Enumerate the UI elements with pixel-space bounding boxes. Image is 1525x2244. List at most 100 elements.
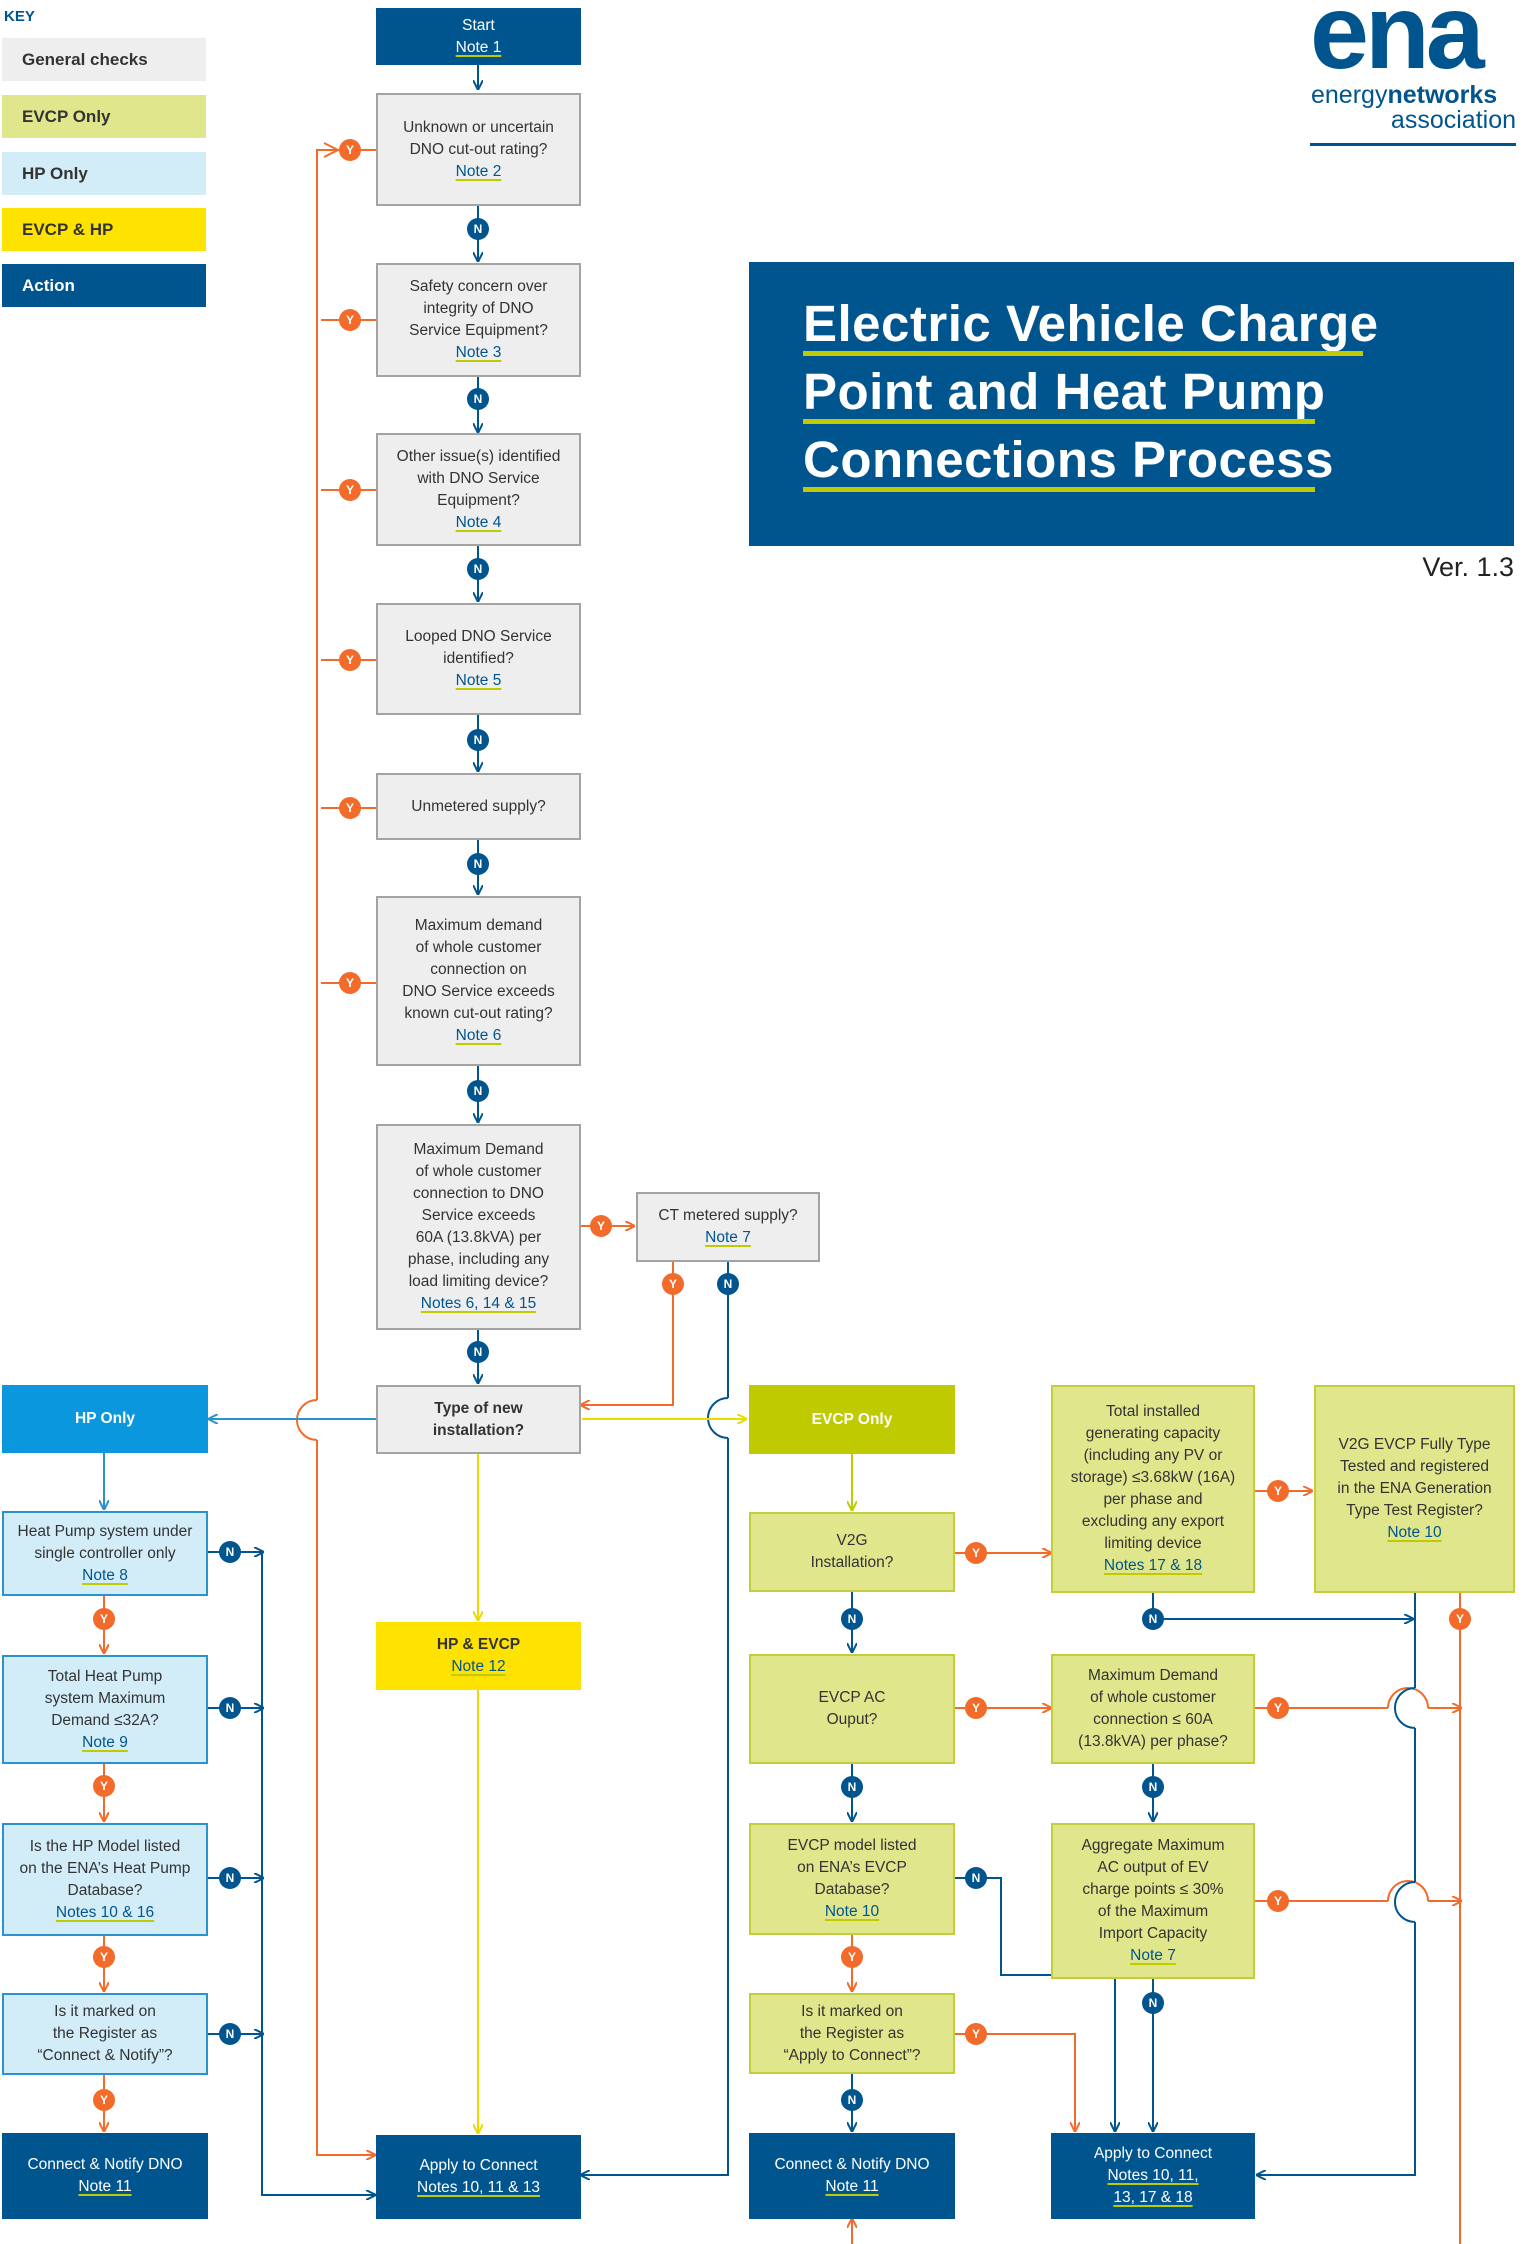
note-link[interactable]: Note 9: [82, 1733, 128, 1751]
note-link[interactable]: Note 10: [824, 1903, 880, 1920]
node-text-line: Connect & Notify DNO: [774, 2156, 930, 2173]
title-underline-1: [803, 351, 1363, 356]
note-link[interactable]: Note 7: [705, 1229, 751, 1246]
node-text-line: Unmetered supply?: [411, 797, 546, 815]
key-hp-only: HP Only: [2, 152, 206, 195]
note-link[interactable]: Note 8: [82, 1566, 128, 1584]
note-link[interactable]: Note 12: [451, 1658, 506, 1675]
note-link[interactable]: 13, 17 & 18: [1113, 2189, 1193, 2206]
note-link[interactable]: Note 6: [455, 1027, 502, 1044]
title-line-1: Electric Vehicle Charge: [803, 295, 1379, 352]
node-text-line: Unknown or uncertain: [403, 118, 554, 136]
node-text-line: Safety concern over: [409, 278, 548, 295]
node-text-line: V2G: [836, 1532, 868, 1549]
note-link[interactable]: Note 1: [455, 38, 502, 56]
node-text-line: on the ENA’s Heat Pump: [19, 1859, 191, 1877]
yes-badge: Y: [93, 1608, 115, 1630]
node-text-line: EVCP Only: [811, 1410, 893, 1428]
node-text-line: Service Equipment?: [409, 322, 548, 339]
hp-only-branch[interactable]: HP Only: [2, 1385, 208, 1453]
node-text-line: Is it marked on: [801, 2002, 903, 2020]
node-text-line: Type Test Register?: [1346, 1502, 1483, 1519]
node-text-line: integrity of DNO: [423, 300, 534, 317]
no-badge: N: [467, 558, 489, 580]
note-link[interactable]: Note 5: [455, 672, 502, 689]
node-text-line: with DNO Service: [417, 469, 540, 487]
version-label: Ver. 1.3: [1422, 552, 1514, 582]
key-label: HP Only: [22, 163, 88, 183]
node-text-line: Type of new: [434, 1399, 523, 1417]
note-link[interactable]: Note 11: [78, 2178, 132, 2195]
node-text-line: in the ENA Generation: [1337, 1480, 1492, 1497]
note-link[interactable]: Note 4: [455, 513, 502, 531]
note-link[interactable]: Notes 10, 11 & 13: [417, 2179, 540, 2196]
hp-connect-notify-action[interactable]: Connect & Notify DNO Note 11: [2, 2133, 208, 2219]
node-text-line: Demand ≤32A?: [51, 1711, 159, 1729]
yes-badge: Y: [965, 2023, 987, 2045]
key-evcp-hp: EVCP & HP: [2, 208, 206, 251]
note-link[interactable]: Notes 10 & 16: [55, 1903, 155, 1921]
hp-single-controller-question[interactable]: Heat Pump system under single controller …: [2, 1511, 208, 1596]
note-link[interactable]: Note 11: [825, 2178, 879, 2195]
yes-badge: Y: [965, 1697, 987, 1719]
title-panel: Electric Vehicle Charge Point and Heat P…: [749, 262, 1514, 546]
node-text-line: DNO cut-out rating?: [409, 140, 548, 158]
note-link[interactable]: Notes 6, 14 & 15: [420, 1295, 537, 1312]
key-label: General checks: [22, 49, 148, 69]
node-text-line: “Connect & Notify”?: [37, 2047, 173, 2064]
no-badge: N: [467, 853, 489, 875]
no-badge: N: [219, 2023, 241, 2045]
node-text-line: phase, including any: [407, 1251, 550, 1268]
node-text-line: Is it marked on: [54, 2003, 156, 2020]
note-link[interactable]: Note 10: [1387, 1524, 1442, 1541]
key-general-checks: General checks: [2, 38, 206, 81]
unmetered-supply-question[interactable]: Unmetered supply?: [376, 773, 581, 840]
node-text-line: single controller only: [34, 1544, 176, 1562]
note-link[interactable]: Note 2: [455, 162, 502, 180]
node-text-line: Total Heat Pump: [47, 1667, 163, 1685]
no-badge: N: [467, 1080, 489, 1102]
node-text-line: Database?: [814, 1881, 890, 1898]
title-line-3: Connections Process: [803, 431, 1334, 488]
ct-metered-question[interactable]: CT metered supply?Note 7: [636, 1192, 820, 1262]
node-text-line: Heat Pump system under: [17, 1522, 193, 1540]
evcp-connect-notify-action[interactable]: Connect & Notify DNO Note 11: [749, 2133, 955, 2219]
node-text-line: generating capacity: [1085, 1425, 1221, 1442]
node-text-line: Equipment?: [437, 491, 520, 509]
logo-energy: energy: [1311, 81, 1388, 109]
yes-badge: Y: [1267, 1697, 1289, 1719]
no-badge: N: [467, 218, 489, 240]
yes-badge: Y: [662, 1273, 684, 1295]
note-link[interactable]: Note 3: [455, 344, 502, 361]
note-link[interactable]: Note 7: [1130, 1947, 1176, 1964]
node-text-line: limiting device: [1104, 1535, 1202, 1552]
safety-concern-question[interactable]: Safety concern over integrity of DNO Servi…: [376, 263, 581, 377]
note-link[interactable]: Notes 17 & 18: [1103, 1557, 1203, 1574]
note-link[interactable]: Notes 10, 11,: [1107, 2167, 1199, 2184]
node-text-line: Connect & Notify DNO: [27, 2156, 183, 2173]
node-text-line: on ENA’s EVCP: [797, 1859, 907, 1876]
node-text-line: charge points ≤ 30%: [1082, 1881, 1224, 1898]
evcp-only-branch[interactable]: EVCP Only: [749, 1385, 955, 1454]
